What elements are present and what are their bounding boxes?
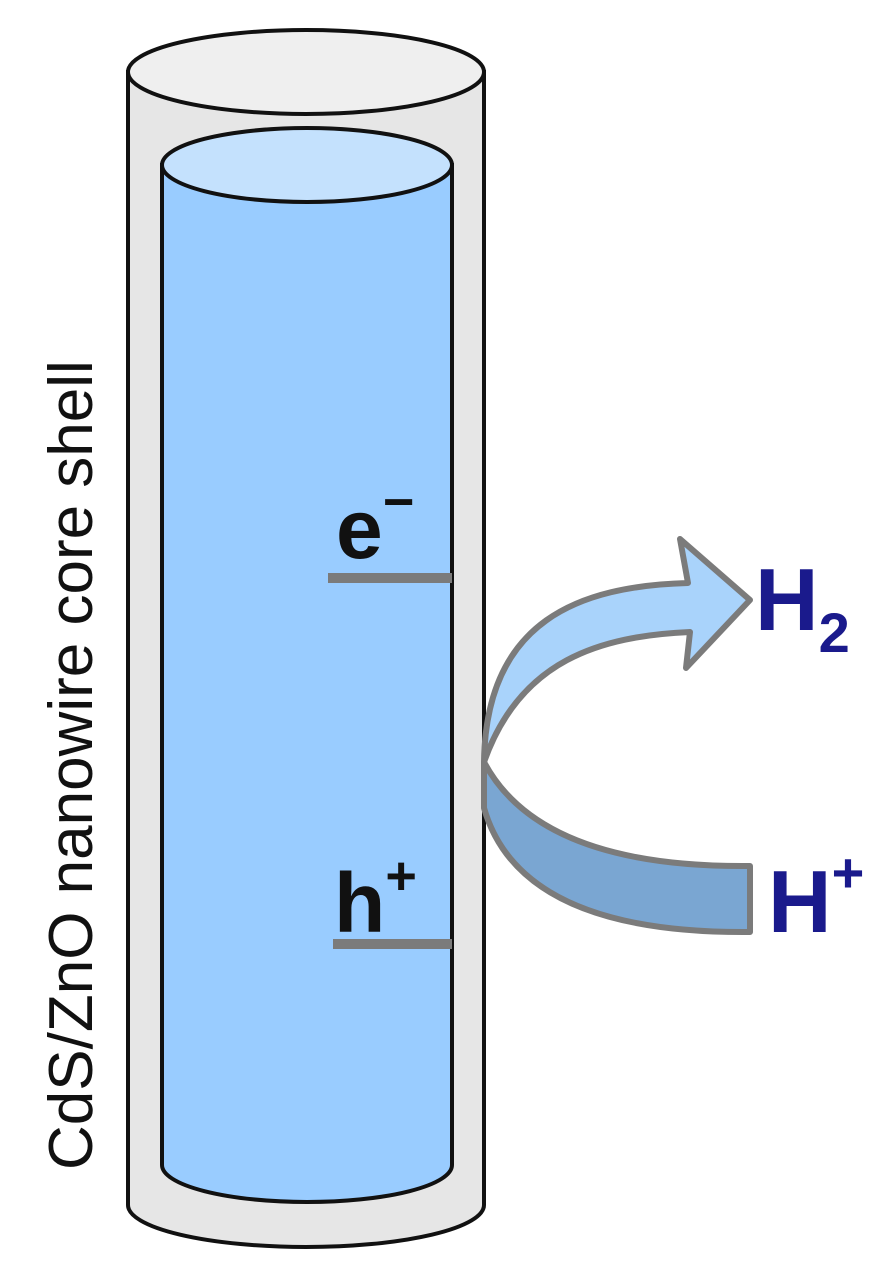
hole-label: h+: [334, 846, 417, 950]
proton-label: H+: [768, 841, 864, 951]
hydrogen-symbol: H: [755, 550, 819, 649]
core-body: [160, 163, 454, 1204]
shell-top-ellipse: [126, 28, 486, 116]
electron-sign: −: [383, 472, 415, 532]
side-label: CdS/ZnO nanowire core shell: [37, 360, 106, 1170]
hydrogen-arrow: [481, 536, 753, 765]
hydrogen-subscript: 2: [819, 601, 850, 664]
proton-arrow-band: [481, 759, 753, 936]
core-top-ellipse: [160, 126, 454, 204]
hole-sign: +: [385, 846, 417, 906]
proton-superscript: +: [832, 841, 865, 904]
proton-symbol: H: [768, 852, 832, 951]
hydrogen-label: H2: [755, 550, 850, 664]
electron-label: e−: [336, 472, 414, 576]
core-cylinder: [160, 126, 454, 1204]
hole-symbol: h: [334, 856, 385, 950]
electron-symbol: e: [336, 482, 383, 576]
